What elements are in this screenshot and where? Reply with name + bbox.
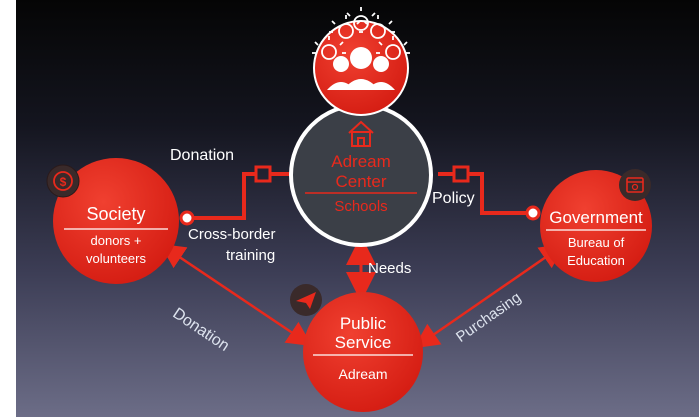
money-icon: $ (46, 164, 80, 198)
connector-center-society (179, 165, 306, 226)
house-icon (348, 120, 374, 147)
node-government (540, 169, 652, 282)
edge-label-cross-border-line1: Cross-border (188, 226, 276, 243)
public-service-title-line2: Service (334, 333, 392, 352)
government-sub-line1: Bureau of (567, 235, 625, 250)
people-icon (327, 47, 395, 90)
node-society: $ (46, 158, 179, 284)
lightbulb-icon (376, 36, 410, 60)
diagram-svg: $ (46, 7, 652, 412)
center-subtitle: Schools (334, 198, 388, 215)
center-title-line1: Adream (331, 152, 391, 171)
government-sub-line2: Education (567, 253, 625, 268)
calendar-icon (619, 169, 651, 201)
public-service-subtitle: Adream (338, 366, 388, 382)
society-title: Society (86, 204, 146, 224)
arrow-purchasing (413, 243, 566, 349)
society-sub-line1: donors + (90, 233, 142, 248)
connector-center-government (438, 165, 541, 221)
public-service-title-line1: Public (339, 314, 387, 333)
svg-text:$: $ (60, 175, 67, 189)
node-people (313, 20, 409, 116)
lightbulb-icon (346, 7, 376, 31)
diagram-canvas: $ Adream Center Schools Soc (16, 0, 699, 417)
lightbulb-icon (312, 36, 346, 60)
lightbulb-icon (329, 15, 363, 39)
edge-label-policy: Policy (432, 190, 475, 207)
arrow-donation (159, 243, 313, 347)
edge-label-cross-border-line2: training (226, 247, 276, 264)
government-title: Government (549, 208, 643, 227)
edge-label-donation-top: Donation (170, 147, 235, 164)
node-public-service (290, 284, 423, 412)
paper-plane-icon (290, 284, 322, 316)
society-sub-line2: volunteers (86, 251, 146, 266)
lightbulbs (312, 7, 410, 60)
edge-label-needs: Needs (368, 260, 412, 277)
lightbulb-icon (363, 15, 395, 39)
center-title-line2: Center (335, 172, 387, 191)
